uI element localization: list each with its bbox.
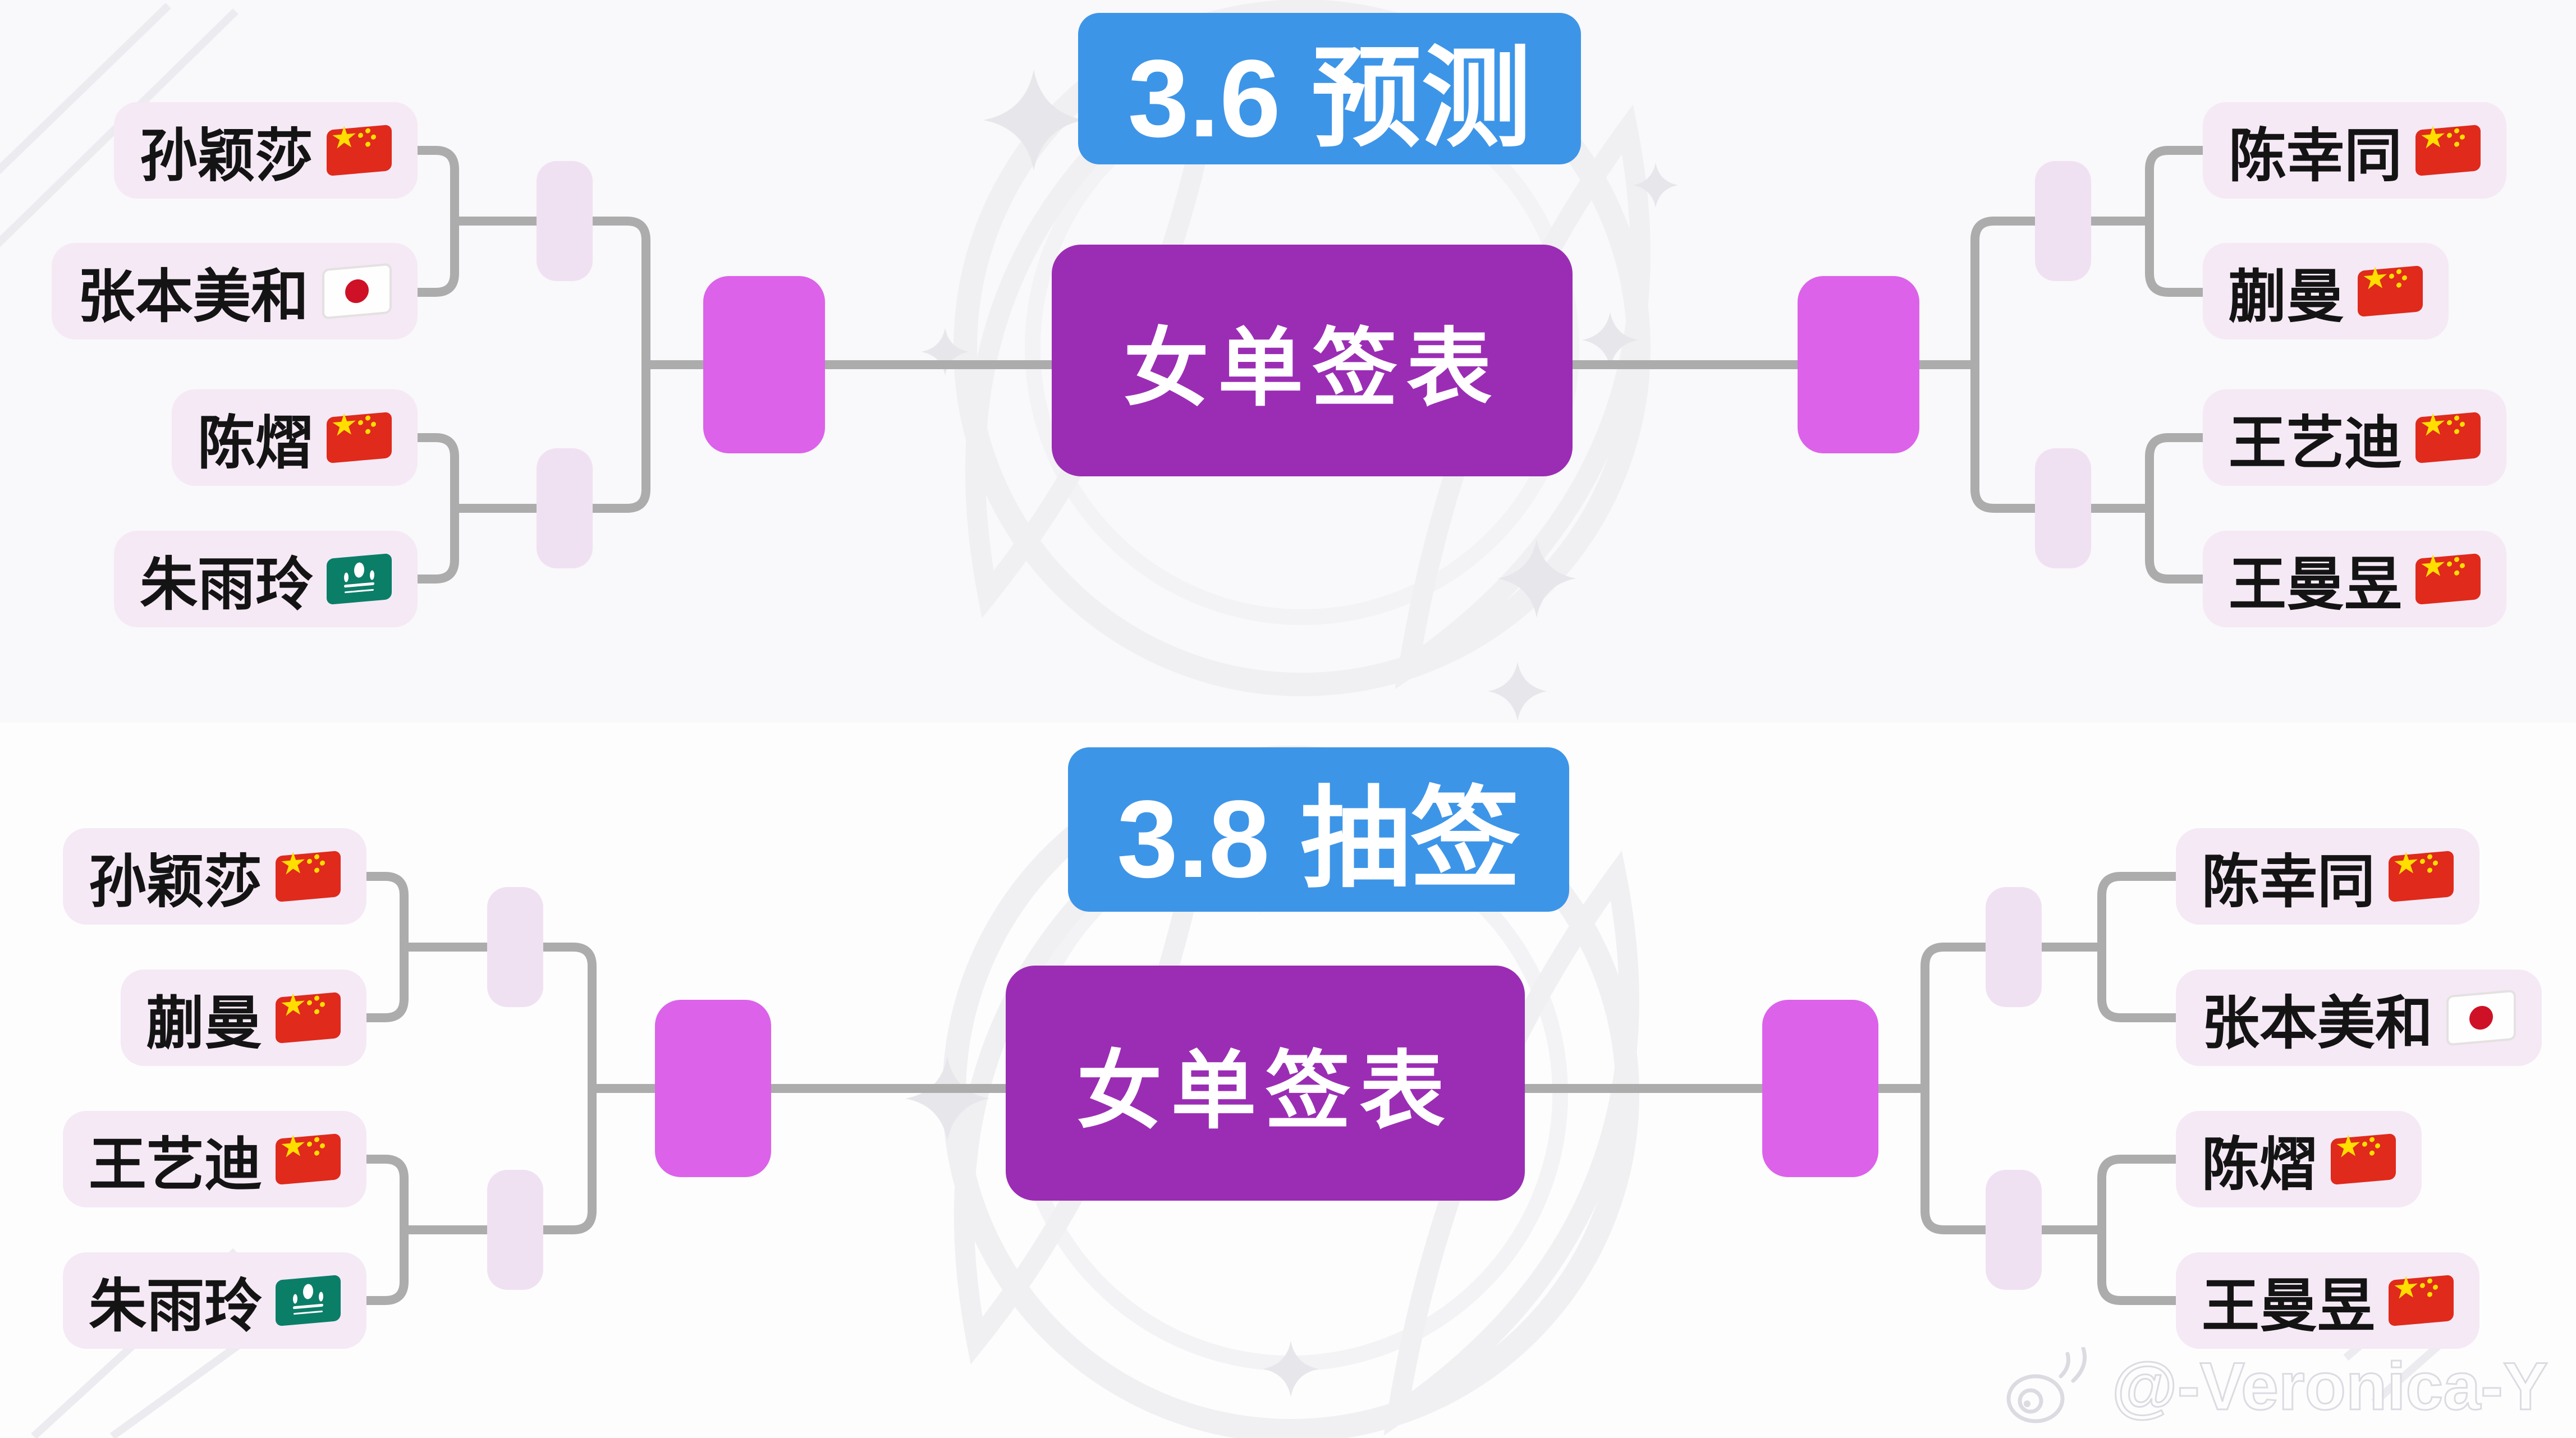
- semifinal-slot: [1986, 1170, 2042, 1290]
- connector-bottom-right: [1520, 872, 2180, 1305]
- player-name: 陈熠: [198, 410, 313, 475]
- finalist-slot: [1762, 1000, 1878, 1177]
- connector-bottom-left: [362, 872, 1010, 1305]
- player-card: 王曼昱: [2176, 1252, 2479, 1349]
- player-card: 朱雨玲: [63, 1252, 366, 1349]
- flag-icon: [276, 850, 341, 903]
- player-name: 王艺迪: [2229, 410, 2402, 475]
- finalist-slot: [703, 276, 825, 453]
- player-card: 陈幸同: [2203, 102, 2506, 199]
- player-name: 王曼昱: [2202, 1273, 2375, 1338]
- player-name: 陈幸同: [2229, 123, 2402, 188]
- bracket-title-prediction: 3.6 预测: [1078, 13, 1581, 164]
- player-name: 朱雨玲: [89, 1273, 262, 1338]
- player-card: 孙颖莎: [114, 102, 418, 199]
- player-card: 陈熠: [172, 389, 418, 486]
- flag-icon: [2389, 1274, 2454, 1327]
- semifinal-slot: [2035, 448, 2091, 568]
- flag-icon: [327, 124, 392, 177]
- player-card: 蒯曼: [121, 970, 366, 1066]
- flag-icon: [2446, 989, 2516, 1046]
- player-card: 陈熠: [2176, 1111, 2422, 1207]
- semifinal-slot: [537, 161, 593, 281]
- semifinal-slot: [487, 887, 543, 1007]
- flag-icon: [276, 1133, 341, 1186]
- center-node-prediction: 女单签表: [1052, 245, 1573, 476]
- flag-icon: [2331, 1133, 2396, 1186]
- player-card: 王曼昱: [2203, 531, 2506, 627]
- player-card: 孙颖莎: [63, 828, 366, 925]
- player-name: 孙颖莎: [140, 123, 313, 188]
- player-name: 朱雨玲: [140, 552, 313, 617]
- flag-icon: [276, 1274, 341, 1327]
- player-name: 蒯曼: [2229, 264, 2344, 329]
- flag-icon: [2415, 553, 2481, 605]
- flag-icon: [327, 553, 392, 605]
- player-name: 孙颖莎: [89, 849, 262, 914]
- player-name: 张本美和: [77, 264, 309, 329]
- finalist-slot: [1798, 276, 1919, 453]
- watermark-handle: @-Veronica-Y: [2111, 1348, 2549, 1425]
- player-card: 王艺迪: [2203, 389, 2506, 486]
- weibo-icon: [2006, 1347, 2087, 1423]
- connector-top-right: [1568, 146, 2207, 584]
- player-card: 陈幸同: [2176, 828, 2479, 925]
- flag-icon: [2389, 850, 2454, 903]
- finalist-slot: [655, 1000, 771, 1177]
- center-node-draw: 女单签表: [1006, 966, 1525, 1201]
- bracket-title-draw: 3.8 抽签: [1068, 747, 1569, 912]
- flag-icon: [2415, 411, 2481, 464]
- watermark: @-Veronica-Y: [2005, 1347, 2549, 1426]
- flag-icon: [276, 991, 341, 1044]
- flag-icon: [322, 263, 392, 320]
- player-card: 朱雨玲: [114, 531, 418, 627]
- flag-icon: [2358, 265, 2423, 318]
- semifinal-slot: [487, 1170, 543, 1290]
- semifinal-slot: [1986, 887, 2042, 1007]
- player-name: 王艺迪: [89, 1132, 262, 1197]
- player-name: 陈熠: [2202, 1132, 2317, 1197]
- semifinal-slot: [537, 448, 593, 568]
- flag-icon: [2415, 124, 2481, 177]
- player-card: 蒯曼: [2203, 243, 2449, 339]
- flag-icon: [327, 411, 392, 464]
- semifinal-slot: [2035, 161, 2091, 281]
- player-card: 王艺迪: [63, 1111, 366, 1207]
- player-name: 陈幸同: [2202, 849, 2375, 914]
- connector-top-left: [413, 146, 1056, 584]
- player-name: 王曼昱: [2229, 552, 2402, 617]
- player-name: 张本美和: [2202, 990, 2433, 1055]
- player-card: 张本美和: [52, 243, 418, 339]
- player-card: 张本美和: [2176, 970, 2542, 1066]
- player-name: 蒯曼: [146, 990, 262, 1055]
